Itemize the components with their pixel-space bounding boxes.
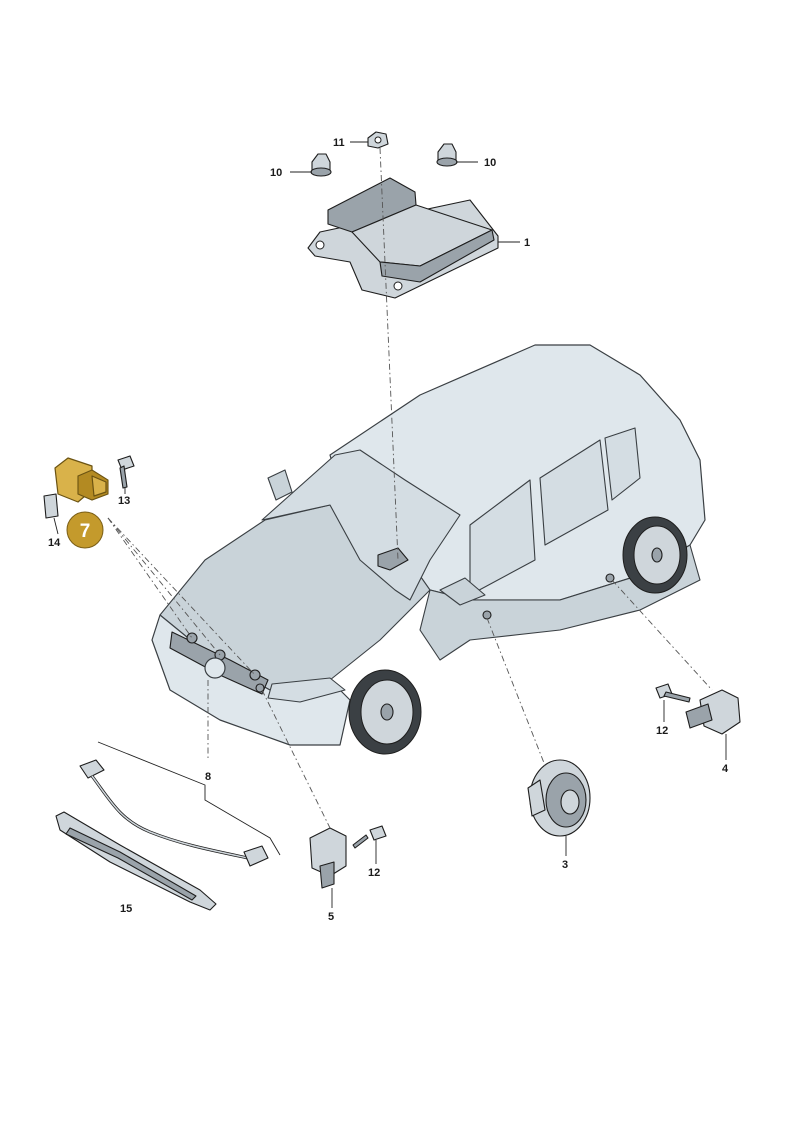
label-13: 13 — [118, 495, 130, 507]
label-11: 11 — [333, 137, 345, 149]
label-7: 7 — [80, 521, 91, 542]
wiring-harness-8 — [79, 741, 281, 867]
bumper-bracket-15 — [55, 811, 217, 911]
label-12-bottom: 12 — [368, 867, 380, 879]
bolt-13 — [117, 455, 135, 489]
emblem-icon — [204, 657, 226, 679]
part-number-labels: 1 3 4 5 8 10 10 11 12 12 13 14 15 — [48, 137, 729, 923]
airbag-control-unit — [307, 177, 499, 299]
nut-10-right — [436, 143, 458, 167]
highlight-callout-7: 7 — [66, 511, 104, 549]
label-14: 14 — [48, 537, 61, 549]
label-3: 3 — [562, 859, 568, 871]
label-12-right: 12 — [656, 725, 668, 737]
label-1: 1 — [524, 237, 530, 249]
label-5: 5 — [328, 911, 334, 923]
nut-11 — [367, 131, 389, 149]
bolt-12-bottom — [352, 825, 387, 849]
car-body — [151, 344, 706, 755]
door-pressure-sensor-3 — [527, 759, 591, 837]
clip-14 — [43, 493, 59, 519]
highlighted-crash-sensor — [54, 457, 109, 503]
label-10-right: 10 — [484, 157, 496, 169]
label-8: 8 — [205, 771, 211, 783]
label-15: 15 — [120, 903, 132, 915]
label-4: 4 — [722, 763, 729, 775]
side-sensor-4 — [685, 689, 741, 735]
callout-circle — [66, 511, 104, 549]
nut-10-left — [310, 153, 332, 177]
bolt-12-right — [655, 683, 691, 703]
label-10-left: 10 — [270, 167, 282, 179]
front-sensor-5 — [309, 827, 347, 889]
leader-lines — [53, 141, 727, 908]
